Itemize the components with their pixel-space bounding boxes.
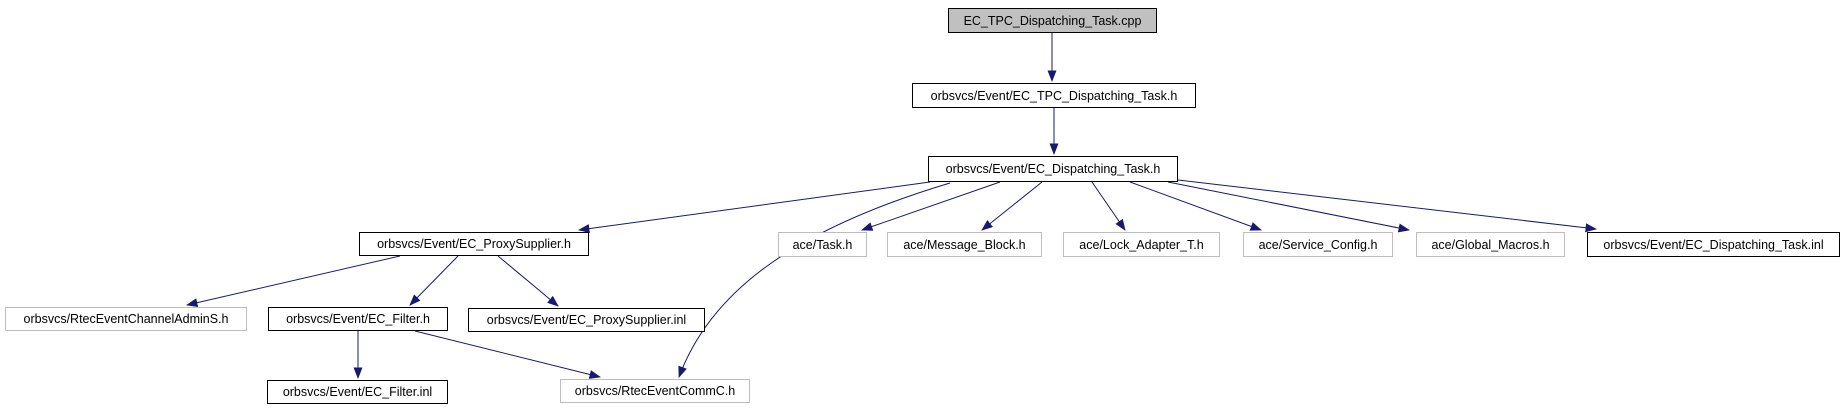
graph-node-proxy-h[interactable]: orbsvcs/Event/EC_ProxySupplier.h	[359, 232, 589, 256]
edge-disp-h-to-ace-lock	[1091, 181, 1126, 231]
edge-disp-h-to-ace-msg	[981, 181, 1043, 231]
graph-node-ace-glob: ace/Global_Macros.h	[1416, 232, 1565, 257]
graph-node-ace-svc: ace/Service_Config.h	[1243, 232, 1393, 257]
edge-disp-h-to-ace-glob	[1167, 181, 1410, 233]
graph-node-ace-msg: ace/Message_Block.h	[887, 232, 1042, 257]
graph-node-filter-h[interactable]: orbsvcs/Event/EC_Filter.h	[268, 307, 448, 331]
edge-disp-h-to-disp-inl	[1177, 179, 1597, 233]
graph-node-admin-s: orbsvcs/RtecEventChannelAdminS.h	[5, 307, 247, 331]
graph-node-tpc-h[interactable]: orbsvcs/Event/EC_TPC_Dispatching_Task.h	[912, 83, 1196, 108]
graph-node-ace-task: ace/Task.h	[778, 232, 867, 257]
graph-node-disp-h[interactable]: orbsvcs/Event/EC_Dispatching_Task.h	[928, 156, 1178, 182]
edge-proxy-h-to-proxy-inl	[497, 255, 559, 307]
graph-node-disp-inl[interactable]: orbsvcs/Event/EC_Dispatching_Task.inl	[1587, 232, 1840, 257]
graph-node-cpp: EC_TPC_Dispatching_Task.cpp	[948, 8, 1157, 33]
edge-disp-h-to-ace-svc	[1129, 181, 1262, 231]
edge-disp-h-to-comm-c	[678, 182, 951, 378]
edge-proxy-h-to-admin-s	[186, 255, 401, 308]
edge-proxy-h-to-filter-h	[409, 255, 459, 306]
graph-node-ace-lock: ace/Lock_Adapter_T.h	[1063, 232, 1220, 257]
edge-filter-h-to-comm-c	[414, 330, 601, 379]
edge-disp-h-to-proxy-h	[578, 181, 931, 234]
graph-node-filter-inl[interactable]: orbsvcs/Event/EC_Filter.inl	[267, 380, 448, 404]
graph-node-proxy-inl[interactable]: orbsvcs/Event/EC_ProxySupplier.inl	[468, 308, 705, 332]
edge-disp-h-to-ace-task	[861, 181, 1001, 231]
graph-node-comm-c: orbsvcs/RtecEventCommC.h	[560, 379, 750, 403]
